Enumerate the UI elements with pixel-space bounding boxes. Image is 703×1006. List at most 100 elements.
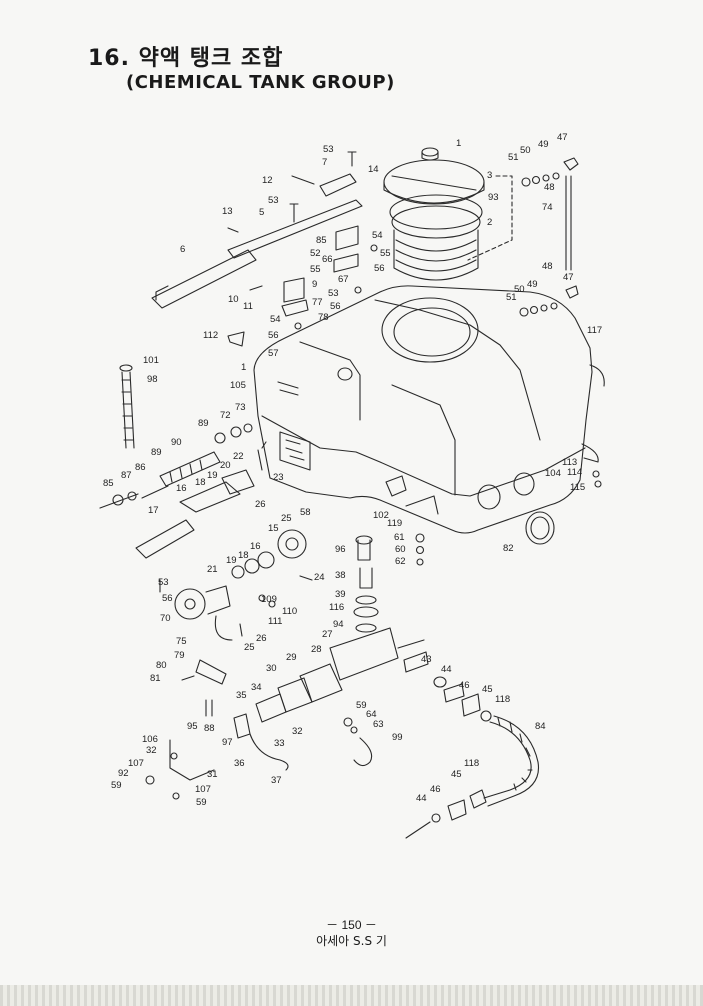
part-label-94: 94 bbox=[333, 619, 344, 630]
part-label-23: 23 bbox=[273, 472, 284, 483]
footer-brand: 아세아 S.S 기 bbox=[316, 934, 387, 948]
part-label-89: 89 bbox=[151, 447, 162, 458]
part-label-47: 47 bbox=[563, 272, 574, 283]
part-label-59: 59 bbox=[196, 797, 207, 808]
part-label-78: 78 bbox=[318, 312, 329, 323]
part-label-35: 35 bbox=[236, 690, 247, 701]
part-label-84: 84 bbox=[535, 721, 546, 732]
part-label-63: 63 bbox=[373, 719, 384, 730]
part-label-80: 80 bbox=[156, 660, 167, 671]
part-label-53: 53 bbox=[268, 195, 279, 206]
part-label-53: 53 bbox=[328, 288, 339, 299]
part-label-26: 26 bbox=[256, 633, 267, 644]
part-label-52: 52 bbox=[310, 248, 321, 259]
part-label-7: 7 bbox=[322, 157, 327, 168]
part-label-33: 33 bbox=[274, 738, 285, 749]
part-label-50: 50 bbox=[514, 284, 525, 295]
part-label-56: 56 bbox=[330, 301, 341, 312]
part-label-15: 15 bbox=[268, 523, 279, 534]
part-label-118: 118 bbox=[495, 694, 510, 705]
part-label-13: 13 bbox=[222, 206, 233, 217]
discharge-hose-drawing bbox=[405, 715, 540, 839]
part-label-56: 56 bbox=[162, 593, 173, 604]
part-label-19: 19 bbox=[207, 470, 218, 481]
part-label-48: 48 bbox=[544, 182, 555, 193]
part-label-99: 99 bbox=[392, 732, 403, 743]
part-label-97: 97 bbox=[222, 737, 233, 748]
part-label-50: 50 bbox=[520, 145, 531, 156]
part-label-57: 57 bbox=[268, 348, 279, 359]
part-label-5: 5 bbox=[259, 207, 264, 218]
part-label-116: 116 bbox=[329, 602, 344, 613]
part-label-85: 85 bbox=[316, 235, 327, 246]
part-label-106: 106 bbox=[142, 734, 158, 745]
part-label-81: 81 bbox=[150, 673, 161, 684]
part-label-30: 30 bbox=[266, 663, 277, 674]
page-title-korean: 16. 약액 탱크 조합 bbox=[88, 46, 284, 71]
part-label-1: 1 bbox=[456, 138, 461, 149]
part-label-114: 114 bbox=[567, 467, 582, 478]
return-pipe-fittings-drawing bbox=[467, 157, 605, 387]
part-label-46: 46 bbox=[459, 680, 470, 691]
part-label-85: 85 bbox=[103, 478, 114, 489]
part-label-93: 93 bbox=[488, 192, 499, 203]
pump-assembly-drawing bbox=[99, 423, 313, 641]
page-title-english: (CHEMICAL TANK GROUP) bbox=[126, 72, 395, 93]
part-label-115: 115 bbox=[570, 482, 585, 493]
part-label-89: 89 bbox=[198, 418, 209, 429]
part-label-55: 55 bbox=[310, 264, 321, 275]
part-label-62: 62 bbox=[395, 556, 406, 567]
part-label-43: 43 bbox=[421, 654, 432, 665]
part-label-38: 38 bbox=[335, 570, 346, 581]
part-label-32: 32 bbox=[146, 745, 157, 756]
part-label-47: 47 bbox=[557, 132, 568, 143]
part-label-105: 105 bbox=[230, 380, 246, 391]
part-label-107: 107 bbox=[195, 784, 211, 795]
part-label-67: 67 bbox=[338, 274, 349, 285]
part-label-73: 73 bbox=[235, 402, 246, 413]
tank-body-drawing bbox=[253, 285, 593, 534]
part-label-24: 24 bbox=[314, 572, 325, 583]
part-label-51: 51 bbox=[508, 152, 519, 163]
part-label-77: 77 bbox=[312, 297, 323, 308]
part-label-119: 119 bbox=[387, 518, 402, 529]
part-label-101: 101 bbox=[143, 355, 159, 366]
part-label-70: 70 bbox=[160, 613, 171, 624]
part-label-72: 72 bbox=[220, 410, 231, 421]
part-label-60: 60 bbox=[395, 544, 406, 555]
part-label-21: 21 bbox=[207, 564, 218, 575]
part-label-48: 48 bbox=[542, 261, 553, 272]
part-label-75: 75 bbox=[176, 636, 187, 647]
part-label-17: 17 bbox=[148, 505, 159, 516]
part-label-102: 102 bbox=[373, 510, 389, 521]
part-label-66: 66 bbox=[322, 254, 333, 265]
part-label-96: 96 bbox=[335, 544, 346, 555]
part-label-31: 31 bbox=[207, 769, 218, 780]
part-label-32: 32 bbox=[292, 726, 303, 737]
part-label-92: 92 bbox=[118, 768, 129, 779]
part-label-109: 109 bbox=[261, 594, 277, 605]
part-label-45: 45 bbox=[482, 684, 493, 695]
part-label-20: 20 bbox=[220, 460, 231, 471]
part-label-107: 107 bbox=[128, 758, 144, 769]
part-label-88: 88 bbox=[204, 723, 215, 734]
part-label-10: 10 bbox=[228, 294, 239, 305]
valve-assembly-drawing bbox=[145, 535, 492, 800]
part-label-36: 36 bbox=[234, 758, 245, 769]
part-label-86: 86 bbox=[135, 462, 146, 473]
part-label-25: 25 bbox=[281, 513, 292, 524]
mounting-bracket-drawing bbox=[151, 151, 378, 330]
part-label-51: 51 bbox=[506, 292, 517, 303]
part-label-46: 46 bbox=[430, 784, 441, 795]
scan-edge-band bbox=[0, 985, 703, 1006]
part-label-61: 61 bbox=[394, 532, 405, 543]
part-label-118: 118 bbox=[464, 758, 479, 769]
part-label-112: 112 bbox=[203, 330, 218, 341]
part-label-44: 44 bbox=[441, 664, 452, 675]
part-label-44: 44 bbox=[416, 793, 427, 804]
part-label-90: 90 bbox=[171, 437, 182, 448]
part-label-11: 11 bbox=[243, 301, 253, 312]
